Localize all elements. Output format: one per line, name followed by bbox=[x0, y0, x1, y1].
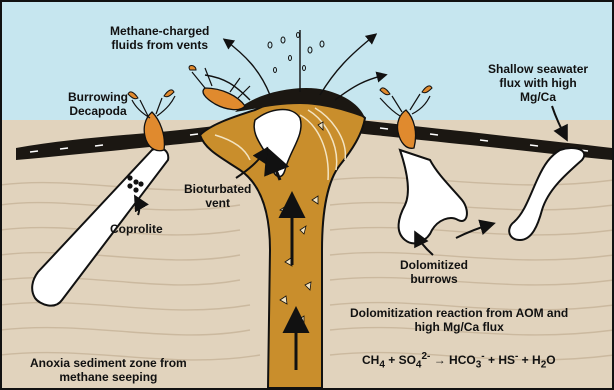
burrowing-decapoda-label: Burrowing Decapoda bbox=[68, 90, 128, 118]
reaction-equation: CH4 + SO42- → HCO3- + HS- + H2O bbox=[362, 350, 556, 372]
dolomitized-burrows-label: Dolomitized burrows bbox=[400, 258, 468, 286]
coprolite-label: Coprolite bbox=[110, 222, 163, 236]
bioturbated-vent-label: Bioturbated vent bbox=[184, 182, 251, 210]
equation-text: CH4 + SO42- → HCO3- + HS- + H2O bbox=[362, 353, 556, 367]
methane-fluids-label: Methane-charged fluids from vents bbox=[110, 24, 209, 52]
anoxia-zone-label: Anoxia sediment zone from methane seepin… bbox=[30, 356, 187, 384]
shallow-seawater-label: Shallow seawater flux with high Mg/Ca bbox=[488, 62, 588, 104]
dolomitization-reaction-label: Dolomitization reaction from AOM and hig… bbox=[350, 306, 568, 334]
